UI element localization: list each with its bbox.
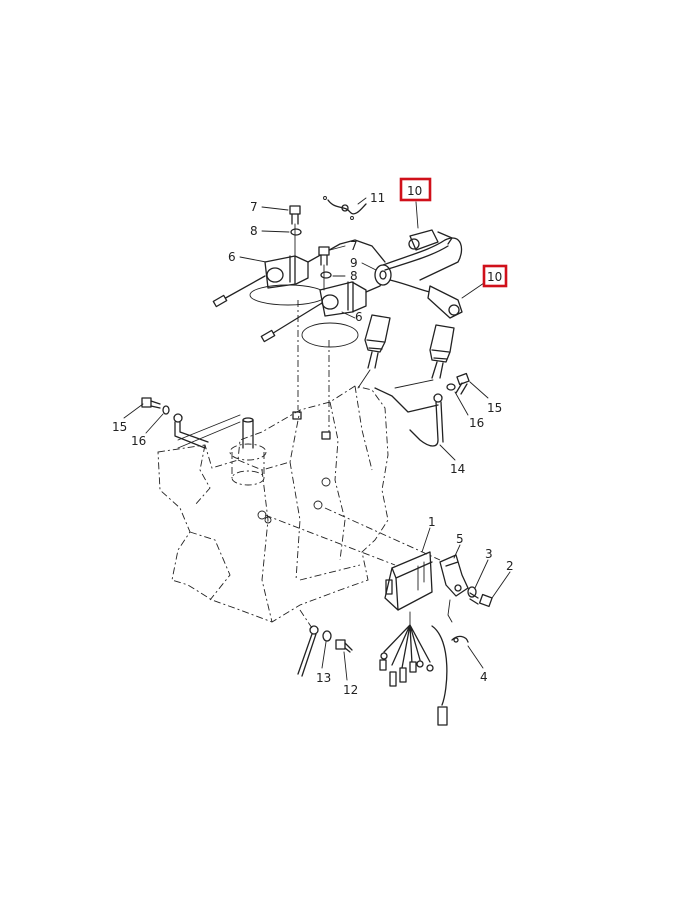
bolt-12 [335, 639, 353, 653]
ground-lead-left [173, 413, 209, 449]
washer-13 [322, 630, 332, 642]
plug-cap-10-lower [389, 279, 463, 319]
washer-16-left [162, 405, 170, 415]
callout-2: 2 [506, 559, 514, 573]
callout-11: 11 [370, 191, 385, 205]
washer-16-right [446, 383, 456, 391]
callout-7-lower: 7 [350, 239, 358, 253]
highlight-box-10-lower [482, 264, 508, 288]
spark-plug-right [394, 324, 455, 389]
bolt-7-upper [289, 205, 301, 263]
engine-block [157, 385, 389, 623]
callout-6-lower: 6 [355, 310, 363, 324]
callout-10-upper: 10 [407, 184, 422, 198]
callout-8-lower: 8 [350, 269, 358, 283]
bolt-15-left [141, 397, 161, 409]
callout-13: 13 [316, 671, 331, 685]
plug-cap-10-upper [382, 229, 463, 281]
bracket-5 [439, 554, 469, 597]
callout-6-upper: 6 [228, 250, 236, 264]
callout-3: 3 [485, 547, 493, 561]
ground-lead-14 [409, 393, 444, 447]
callout-14: 14 [450, 462, 465, 476]
callout-12: 12 [343, 683, 358, 697]
cdi-unit-1 [379, 551, 448, 726]
callout-15-left: 15 [112, 420, 127, 434]
spark-plug-left [357, 314, 391, 389]
callout-15-right: 15 [487, 401, 502, 415]
wire-clamp-11 [323, 196, 367, 220]
ground-wire-13 [297, 625, 319, 677]
clamp-4 [451, 635, 469, 643]
bolt-2 [469, 592, 493, 608]
bolt-7-lower [318, 246, 330, 291]
grommet-9 [374, 264, 392, 286]
callout-9: 9 [350, 256, 358, 270]
callout-8-upper: 8 [250, 224, 258, 238]
callout-16-left: 16 [131, 434, 146, 448]
callout-5: 5 [456, 532, 464, 546]
callout-1: 1 [428, 515, 436, 529]
leader-lines [123, 197, 511, 681]
callout-7-upper: 7 [250, 200, 258, 214]
washer-8-lower [320, 271, 332, 279]
callout-4: 4 [480, 670, 488, 684]
washer-8-upper [290, 228, 302, 236]
highlight-box-10-upper [399, 177, 432, 202]
ignition-coil-lower [260, 275, 386, 348]
bolt-15-right [455, 372, 470, 395]
callout-10-lower: 10 [487, 270, 502, 284]
collar-3 [467, 586, 477, 598]
callout-16-right: 16 [469, 416, 484, 430]
